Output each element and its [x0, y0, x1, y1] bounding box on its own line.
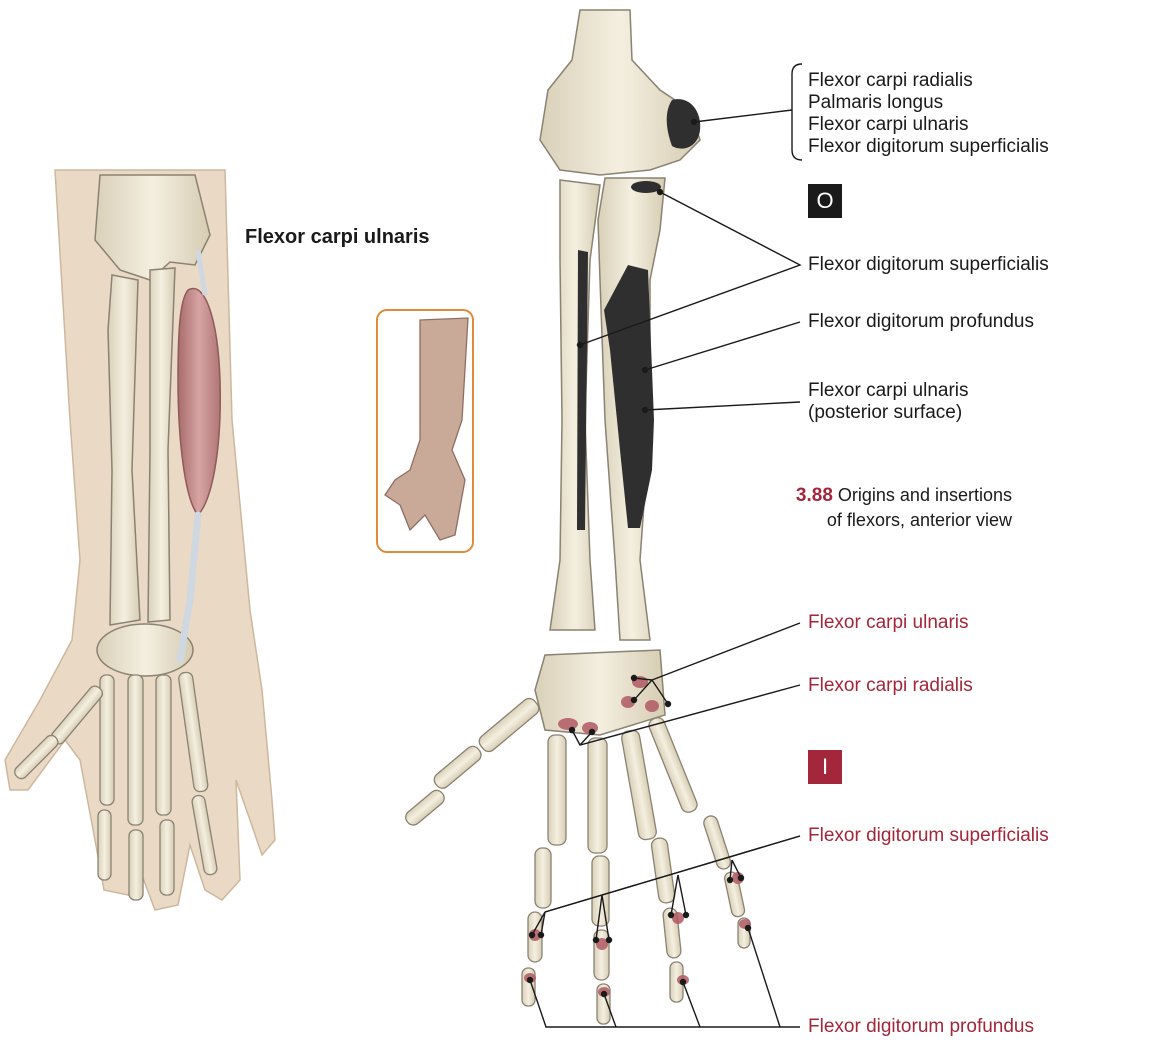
origin-fds-ulnar-head: [631, 181, 661, 193]
left-fcu-tendon: [176, 511, 202, 664]
origin-fdp-fcu: [604, 265, 654, 528]
origin-group-labels: Flexor carpi radialis Palmaris longus Fl…: [808, 70, 1049, 158]
leader-insertion-fcu: [651, 622, 801, 681]
left-panel-title: Flexor carpi ulnaris: [245, 226, 430, 248]
leader-insertion-fdp: [529, 979, 800, 1028]
left-radius: [107, 274, 141, 626]
insertion-badge: I: [808, 750, 842, 784]
leader-origin-fdp: [644, 321, 801, 371]
thumbnail-arm: [384, 317, 469, 541]
left-fcu-origin-tendon: [195, 249, 208, 296]
leader-origin-group: [693, 109, 793, 123]
left-finger-bones: [14, 671, 218, 901]
origin-fds-radial-head: [577, 250, 588, 530]
leader-lines: [526, 63, 803, 1028]
humerus: [539, 9, 701, 176]
thumbnail-inset: [376, 309, 474, 553]
insertion-fdp-label: Flexor digitorum profundus: [808, 1016, 1034, 1037]
figure-number: 3.88: [795, 485, 833, 506]
caption-line-1: Origins and insertions: [837, 485, 1012, 505]
hand-bones: [405, 697, 751, 1025]
insertion-fcr-label: Flexor carpi radialis: [808, 675, 973, 696]
origin-group-label-2: Palmaris longus: [808, 92, 944, 113]
origin-fcu-label-line1: Flexor carpi ulnaris: [808, 380, 969, 401]
origin-group-label-3: Flexor carpi ulnaris: [808, 114, 969, 135]
origin-group-label-4: Flexor digitorum superficialis: [808, 136, 1049, 157]
origin-group-bracket: [791, 63, 803, 161]
left-carpals: [96, 623, 194, 677]
left-humerus: [94, 174, 211, 281]
origin-badge: O: [808, 184, 842, 218]
insertion-fds-label: Flexor digitorum superficialis: [808, 825, 1049, 846]
insertion-fcu-label: Flexor carpi ulnaris: [808, 612, 969, 633]
origin-medial-epicondyle: [666, 99, 701, 149]
origin-fcu-label-line2: (posterior surface): [808, 402, 963, 423]
origin-fds-label: Flexor digitorum superficialis: [808, 254, 1049, 275]
figure-caption: 3.88 Origins and insertions of flexors, …: [740, 483, 1012, 533]
leader-origin-fds: [579, 191, 802, 346]
radius: [549, 179, 601, 631]
left-forearm-illustration: [4, 169, 276, 911]
leader-origin-fcu: [644, 401, 801, 411]
left-ulna: [147, 267, 176, 623]
carpals: [534, 649, 666, 736]
caption-line-2: of flexors, anterior view: [826, 510, 1012, 530]
origin-fdp-label: Flexor digitorum profundus: [808, 311, 1034, 332]
origin-group-label-1: Flexor carpi radialis: [808, 70, 973, 91]
